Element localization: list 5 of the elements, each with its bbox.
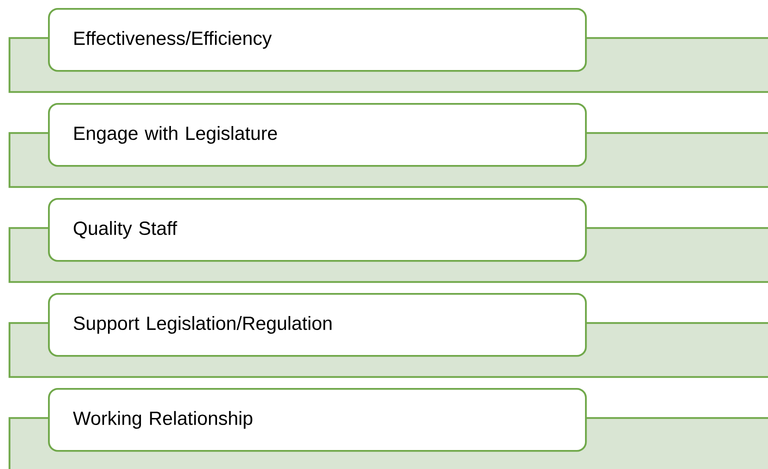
list-box: Working Relationship bbox=[48, 388, 587, 452]
list-box: Engage with Legislature bbox=[48, 103, 587, 167]
list-box: Effectiveness/Efficiency bbox=[48, 8, 587, 72]
list-box: Support Legislation/Regulation bbox=[48, 293, 587, 357]
list-box: Quality Staff bbox=[48, 198, 587, 262]
